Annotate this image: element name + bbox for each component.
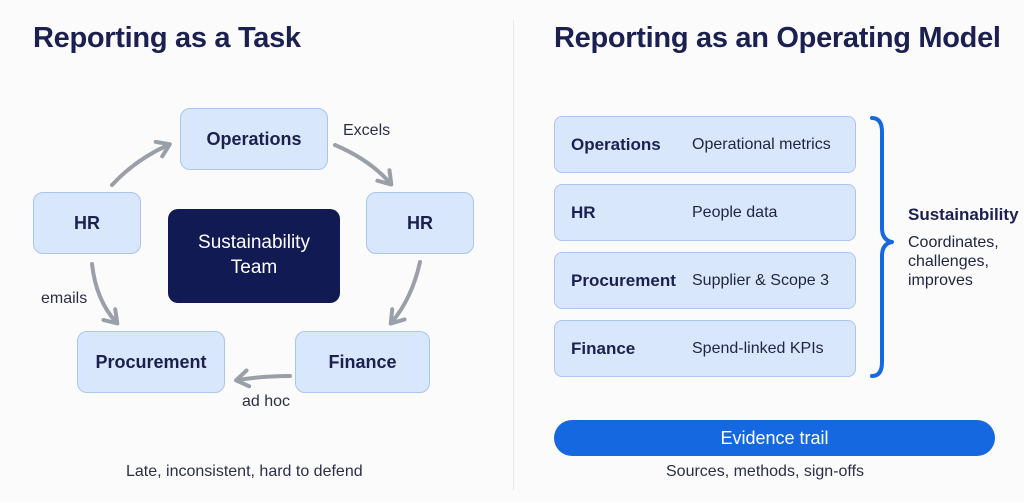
panel-divider: [513, 20, 514, 490]
row-description: Supplier & Scope 3: [692, 271, 829, 289]
label-emails: emails: [41, 290, 88, 307]
row-department: Procurement: [571, 270, 676, 290]
row-department: Operations: [571, 134, 661, 154]
row-finance: Finance Spend-linked KPIs: [554, 320, 856, 377]
arrow-finance-to-procurement: [234, 368, 292, 389]
right-panel-title: Reporting as an Operating Model: [554, 22, 1001, 54]
right-caption: Sources, methods, sign-offs: [666, 463, 865, 480]
label-ad-hoc: ad hoc: [242, 393, 291, 410]
arrow-operations-to-hr: [333, 143, 394, 187]
row-description: People data: [692, 203, 778, 221]
evidence-trail-bar: Evidence trail: [554, 420, 995, 456]
row-description: Spend-linked KPIs: [692, 339, 824, 357]
label-excels: Excels: [343, 122, 391, 139]
row-department: Finance: [571, 338, 636, 358]
row-procurement: Procurement Supplier & Scope 3: [554, 252, 856, 309]
arrow-hr-to-finance: [388, 260, 422, 326]
brace-description: Coordinates, challenges, improves: [908, 234, 999, 290]
row-hr: HR People data: [554, 184, 856, 241]
sustainability-brace: [870, 116, 894, 378]
node-procurement: Procurement: [77, 331, 225, 393]
arrow-hr-to-operations: [110, 139, 172, 187]
node-operations: Operations: [180, 108, 328, 170]
node-sustainability-team: Sustainability Team: [168, 209, 340, 303]
left-panel-title: Reporting as a Task: [33, 22, 301, 54]
node-hr-left: HR: [33, 192, 141, 254]
row-description: Operational metrics: [692, 135, 831, 153]
arrow-hr-to-procurement: [90, 262, 120, 326]
row-operations: Operations Operational metrics: [554, 116, 856, 173]
left-caption: Late, inconsistent, hard to defend: [126, 463, 363, 480]
node-finance: Finance: [295, 331, 430, 393]
brace-title: Sustainability: [908, 205, 1019, 224]
row-department: HR: [571, 202, 596, 222]
node-hr-right: HR: [366, 192, 474, 254]
